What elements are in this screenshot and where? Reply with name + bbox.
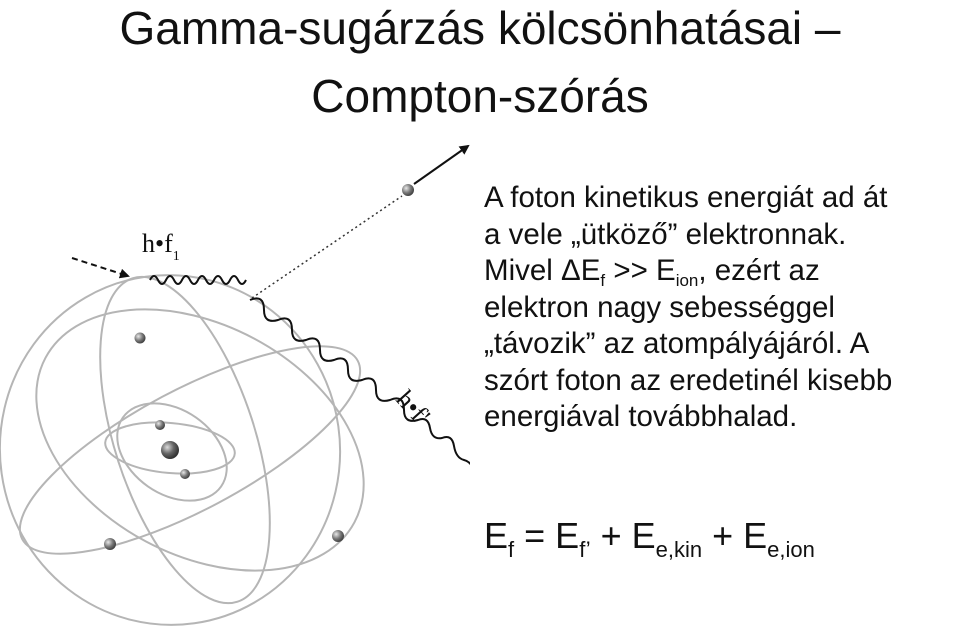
electron-path [251, 195, 403, 299]
incoming-photon-wave [149, 275, 247, 285]
page-title-line-2: Compton-szórás [311, 70, 649, 122]
incoming-photon-arrow [71, 257, 130, 279]
scattered-photon-wave [249, 297, 470, 466]
electron [332, 530, 344, 542]
orbit-inner-2 [116, 402, 228, 502]
text-line: a vele „ütköző” elektronnak. [484, 217, 847, 251]
text-line: elektron nagy sebességgel [484, 290, 835, 324]
ejected-electron [402, 184, 414, 196]
orbit-inner-1 [104, 421, 236, 475]
text-line: energiával továbbhalad. [484, 400, 798, 433]
electron [104, 538, 116, 550]
text-line: A foton kinetikus energiát ad át [484, 181, 888, 214]
text-line: szórt foton az eredetinél kisebb [484, 363, 893, 397]
nucleus [161, 441, 179, 459]
energy-balance-formula: Ef = Ef’ + Ee,kin + Ee,ion [484, 515, 815, 562]
orbit-vertical [99, 275, 271, 605]
orbit-tilted-right [18, 345, 362, 555]
electron [180, 469, 190, 479]
orbit-outer [0, 274, 342, 626]
incoming-photon-label: h•f1 [142, 229, 180, 264]
page-title-line-1: Gamma-sugárzás kölcsönhatásai – [119, 2, 841, 54]
electrons [104, 184, 414, 550]
compton-scattering-diagram: h•f1 h•f' [0, 144, 470, 626]
description-paragraph: A foton kinetikus energiát ad át a vele … [484, 180, 954, 436]
electron [134, 332, 146, 344]
electron-direction-arrow [413, 144, 470, 185]
text-line: „távozik” az atompályájáról. A [484, 327, 870, 360]
orbit-tilted-left [35, 308, 365, 572]
orbits [0, 274, 365, 626]
electron [155, 420, 165, 430]
text-line-with-formula: Mivel ΔEf >> Eion, ezért az [484, 254, 820, 290]
